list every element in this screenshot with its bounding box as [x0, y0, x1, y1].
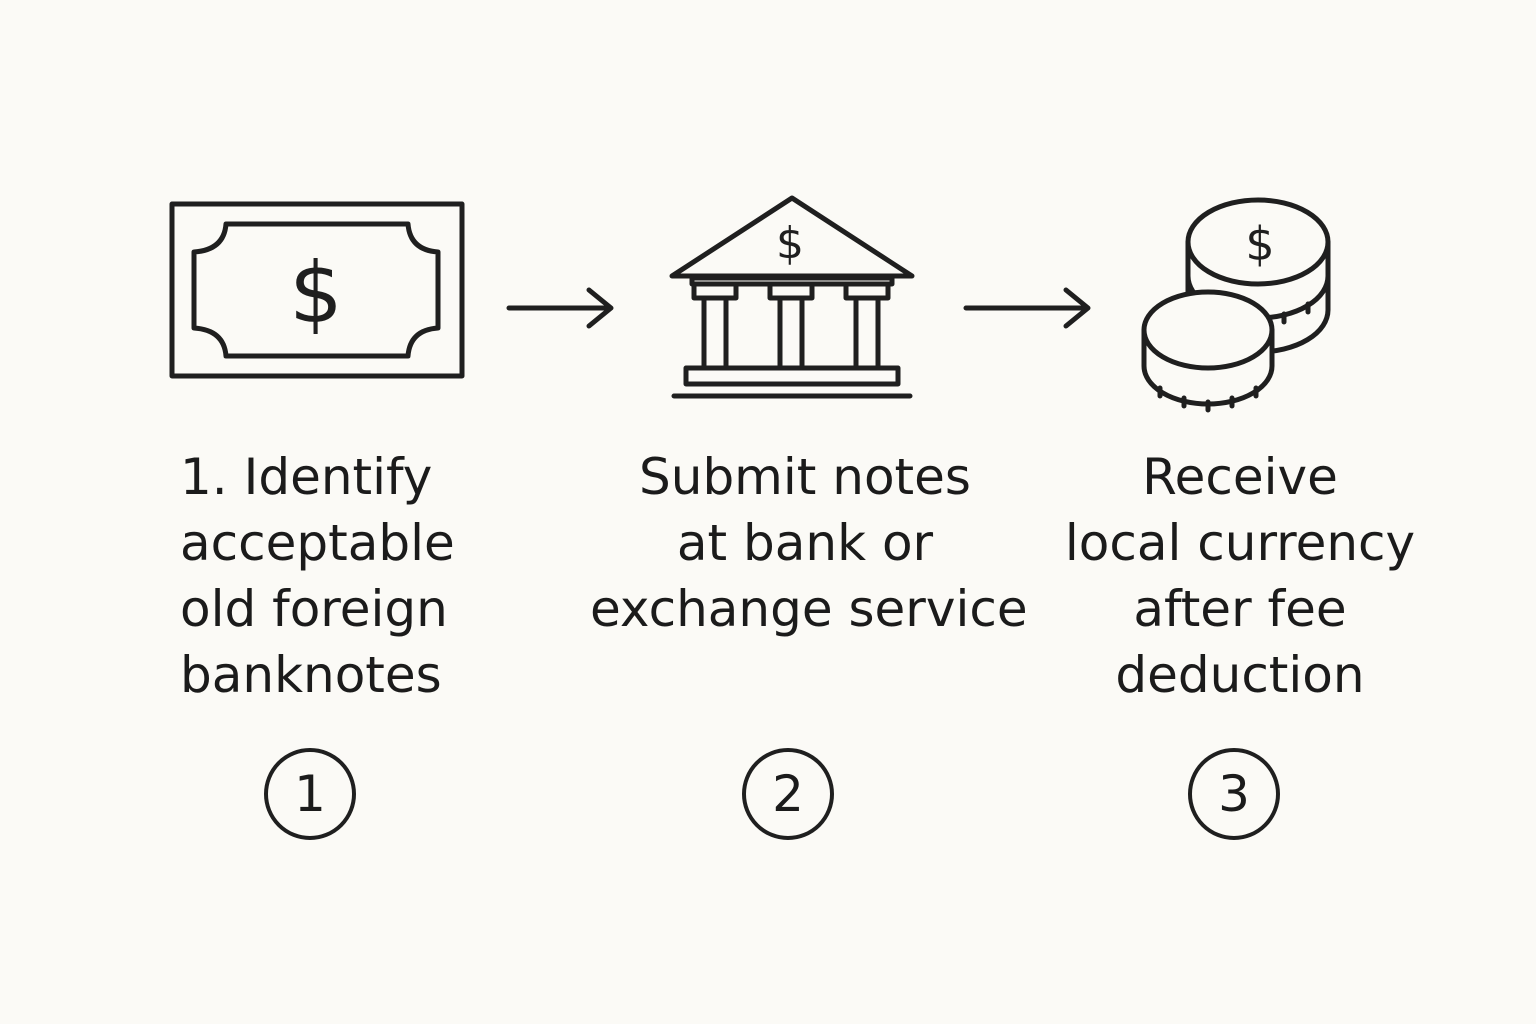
step-3-line: local currency	[1064, 514, 1416, 572]
coins-icon: $	[1141, 197, 1331, 413]
step-2-number: 2	[742, 748, 834, 840]
step-2-label: Submit notes at bank or exchange service	[590, 444, 1028, 642]
bank-icon: $	[669, 195, 915, 399]
dollar-sign-icon: $	[289, 244, 342, 342]
dollar-sign-icon: $	[1245, 217, 1274, 271]
step-1-line: acceptable	[180, 514, 455, 572]
step-2-line: at bank or	[676, 514, 934, 572]
arrow-right-icon	[506, 287, 614, 329]
step-3-label: Receive local currency after fee deducti…	[1040, 444, 1440, 708]
step-2-line: exchange service	[590, 580, 1028, 638]
step-3-line: deduction	[1115, 646, 1365, 704]
step-3-line: Receive	[1142, 448, 1338, 506]
step-3-line: after fee	[1133, 580, 1347, 638]
step-1-line: old foreign	[180, 580, 448, 638]
arrow-right-icon	[963, 287, 1091, 329]
dollar-sign-icon: $	[776, 218, 804, 269]
step-2-line: Submit notes	[639, 448, 971, 506]
step-1-line: 1. Identify	[180, 448, 433, 506]
step-1-label: 1. Identify acceptable old foreign bankn…	[180, 444, 455, 708]
step-1-number: 1	[264, 748, 356, 840]
step-3-number: 3	[1188, 748, 1280, 840]
banknote-icon: $	[169, 201, 465, 379]
step-1-line: banknotes	[180, 646, 442, 704]
